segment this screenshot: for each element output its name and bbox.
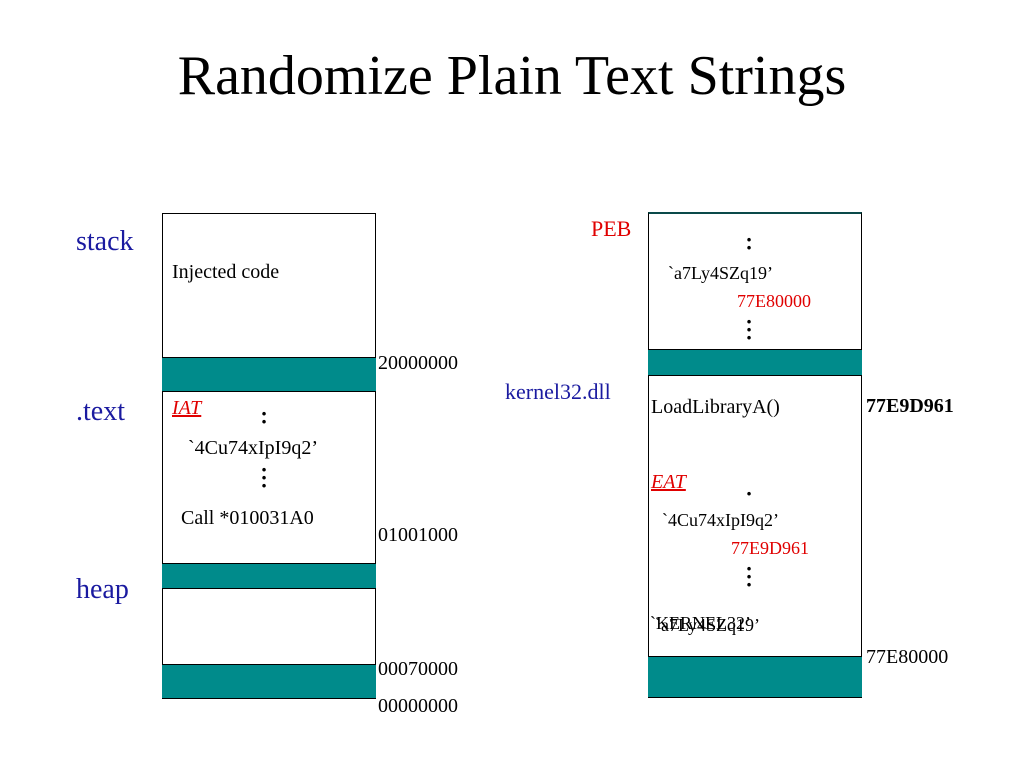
ellipsis-icon: ··· bbox=[745, 309, 753, 350]
ellipsis-icon: ·· bbox=[260, 401, 268, 434]
memory-divider-band bbox=[162, 664, 376, 699]
call-instruction: Call *010031A0 bbox=[181, 507, 314, 529]
iat-string: `4Cu74xIpI9q2’ bbox=[188, 437, 318, 459]
base-address: 77E80000 bbox=[866, 646, 949, 668]
address-label: 00070000 bbox=[378, 658, 458, 680]
process-memory-column bbox=[162, 213, 376, 699]
memory-divider-band bbox=[162, 357, 376, 392]
slide-title: Randomize Plain Text Strings bbox=[177, 45, 847, 107]
memory-divider-band bbox=[162, 563, 376, 589]
peb-string: `a7Ly4SZq19’ bbox=[668, 263, 773, 283]
ellipsis-icon: · bbox=[745, 481, 753, 506]
stack-label: stack bbox=[76, 226, 134, 257]
address-label: 01001000 bbox=[378, 524, 458, 546]
ellipsis-icon: ··· bbox=[745, 556, 753, 597]
eat-address: 77E9D961 bbox=[731, 538, 809, 558]
peb-address: 77E80000 bbox=[737, 291, 811, 311]
ellipsis-icon: ·· bbox=[745, 227, 753, 260]
loadlibrary-address: 77E9D961 bbox=[866, 395, 954, 417]
injected-code-text: Injected code bbox=[172, 261, 280, 283]
randomized-string: `a7Ly4SZq19’ bbox=[655, 615, 760, 635]
iat-label: IAT bbox=[172, 397, 202, 419]
eat-string: `4Cu74xIpI9q2’ bbox=[662, 510, 779, 530]
ellipsis-icon: ··· bbox=[260, 457, 268, 498]
memory-divider-band bbox=[648, 656, 862, 698]
kernel32-string: `KERNEL32’ bbox=[650, 613, 751, 633]
kernel32-label: kernel32.dll bbox=[505, 379, 611, 404]
eat-label: EAT bbox=[651, 471, 686, 493]
text-section-label: .text bbox=[76, 396, 125, 427]
peb-label: PEB bbox=[591, 216, 632, 241]
memory-divider-band bbox=[648, 349, 862, 376]
address-label: 20000000 bbox=[378, 352, 458, 374]
heap-label: heap bbox=[76, 574, 129, 605]
address-label: 00000000 bbox=[378, 695, 458, 717]
loadlibrary-text: LoadLibraryA() bbox=[651, 396, 780, 418]
kernel-memory-column bbox=[648, 212, 862, 698]
